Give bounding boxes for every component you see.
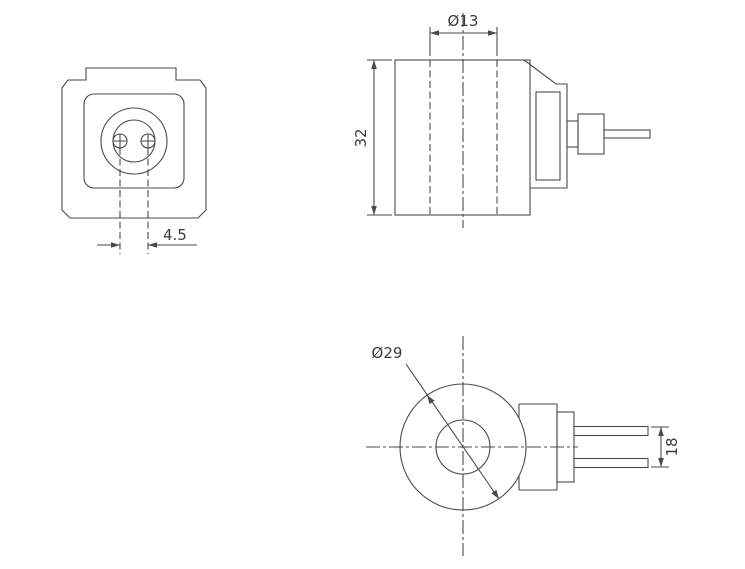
pin-spacing-arrow-left xyxy=(111,242,120,248)
dimension-pin-spacing: 4.5 xyxy=(97,226,197,248)
plan-view xyxy=(366,336,649,556)
side-view xyxy=(394,13,651,228)
bore-arrow-right xyxy=(488,30,497,36)
front-view xyxy=(61,67,207,254)
coil-diameter-arrow-upper xyxy=(427,395,435,405)
bore-arrow-left xyxy=(430,30,439,36)
side-connector-window xyxy=(535,91,561,181)
bore-diameter-label: Ø13 xyxy=(448,12,479,30)
connector-height-arrow-bottom xyxy=(658,458,664,467)
terminal-block xyxy=(577,113,605,155)
dimension-coil-diameter: Ø29 xyxy=(372,344,500,500)
coil-diameter-leader xyxy=(405,363,500,500)
body-height-arrow-top xyxy=(371,60,377,69)
plan-pin-lower xyxy=(573,457,649,469)
dimension-body-height: 32 xyxy=(352,59,392,216)
plan-connector-step xyxy=(556,411,575,483)
plan-connector-block xyxy=(518,403,558,491)
terminal-pin xyxy=(603,129,651,139)
body-height-arrow-bottom xyxy=(371,206,377,215)
body-height-dim-lines xyxy=(367,59,392,216)
pin-spacing-arrow-right xyxy=(148,242,157,248)
coil-diameter-label: Ø29 xyxy=(372,344,403,362)
body-height-label: 32 xyxy=(352,128,370,147)
terminal-neck xyxy=(566,120,579,148)
front-face-panel xyxy=(83,93,185,189)
coil-diameter-arrow-lower xyxy=(491,489,499,499)
side-connector-outline xyxy=(523,59,568,189)
pin-cross-marks xyxy=(113,134,155,148)
connector-height-label: 18 xyxy=(663,437,681,456)
pin-spacing-label: 4.5 xyxy=(163,226,187,244)
plan-pin-upper xyxy=(573,425,649,437)
connector-height-arrow-top xyxy=(658,427,664,436)
bore-hidden-lines xyxy=(429,60,498,215)
dimension-connector-height: 18 xyxy=(651,426,681,468)
dimension-bore-diameter: Ø13 xyxy=(429,12,498,56)
front-body-outline xyxy=(61,67,207,219)
pin-centerlines xyxy=(119,148,149,254)
bore-dim-lines xyxy=(429,27,498,56)
plan-centerlines xyxy=(366,336,578,556)
front-boss-outer-circle xyxy=(100,107,168,175)
